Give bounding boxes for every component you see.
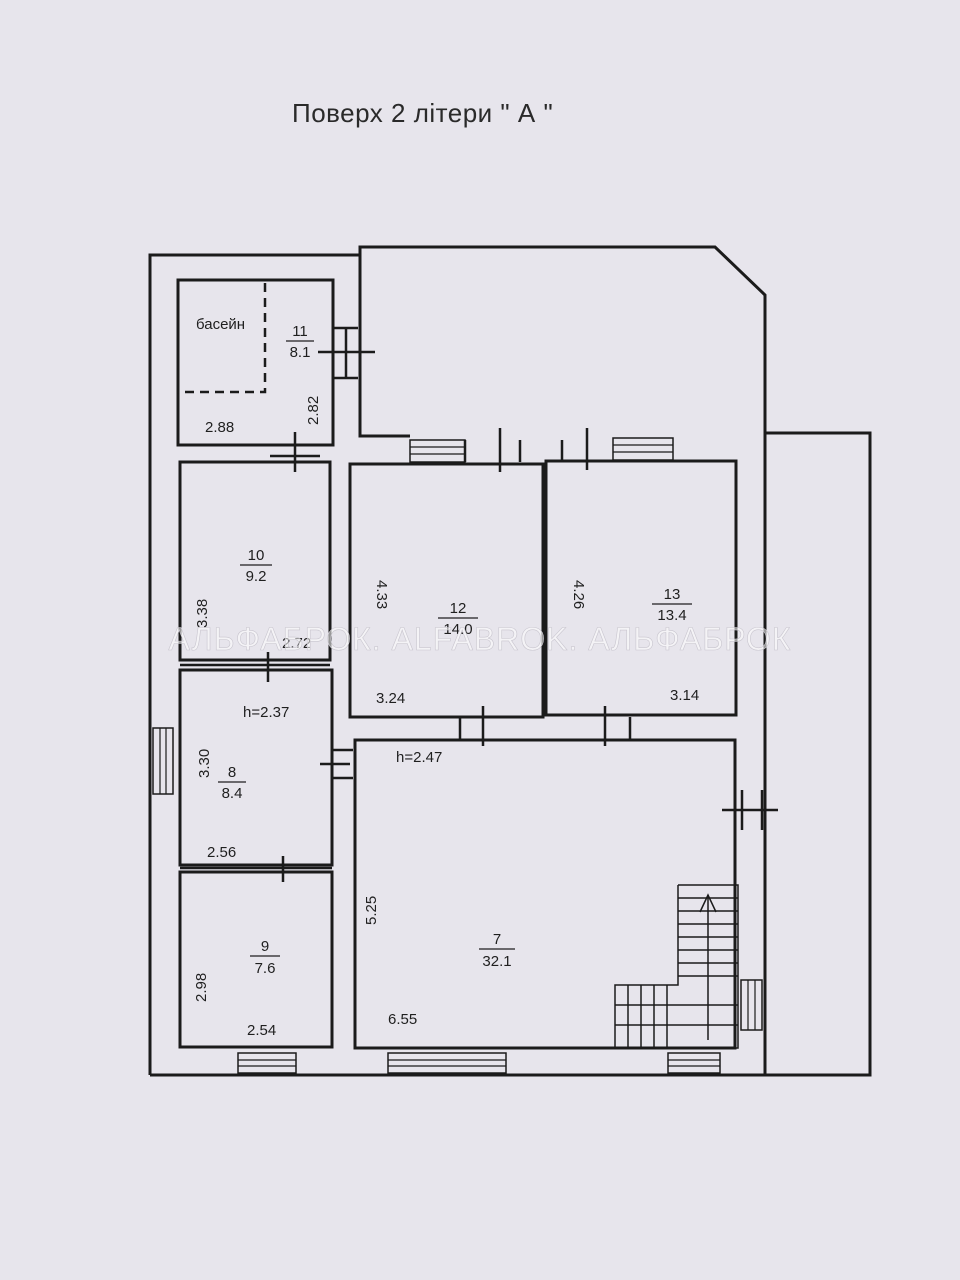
dim-r8-ceiling: h=2.37 xyxy=(243,704,289,721)
dim-r8-height: 3.30 xyxy=(196,749,213,778)
pool-outline xyxy=(176,278,267,394)
door-room-12-7 xyxy=(458,706,485,746)
room-12-label: 12 14.0 xyxy=(438,600,478,638)
dim-r10-height: 3.38 xyxy=(194,599,211,628)
outer-walls xyxy=(148,245,872,1077)
svg-text:11: 11 xyxy=(292,323,308,340)
room-8-label: 8 8.4 xyxy=(218,764,246,802)
room-13-outline xyxy=(544,459,738,717)
svg-text:8.1: 8.1 xyxy=(290,344,311,361)
watermark: АЛЬФАБРОК. ALFABROK. АЛЬФАБРОК xyxy=(169,621,792,657)
window-top-2 xyxy=(612,437,674,461)
svg-text:9.2: 9.2 xyxy=(246,568,267,585)
svg-text:10: 10 xyxy=(248,547,265,564)
dimension-labels: 2.88 2.82 3.38 2.72 4.33 3.24 4.26 3.14 … xyxy=(193,396,699,1039)
window-left xyxy=(152,727,174,795)
pool-label: басейн xyxy=(196,316,245,333)
dim-r7-height: 5.25 xyxy=(363,896,380,925)
dim-r9-height: 2.98 xyxy=(193,973,210,1002)
room-9-label: 9 7.6 xyxy=(250,938,280,977)
dim-r10-width: 2.72 xyxy=(282,635,311,652)
dim-r11-width: 2.88 xyxy=(205,419,234,436)
staircase xyxy=(614,884,739,1049)
room-11-label: басейн 11 8.1 xyxy=(196,316,314,361)
window-top-1 xyxy=(409,439,466,463)
door-room-10-8 xyxy=(180,652,330,682)
door-room-8 xyxy=(320,748,353,780)
plan-title: Поверх 2 літери " А " xyxy=(292,98,553,128)
svg-text:13: 13 xyxy=(664,586,681,603)
door-room-8-9 xyxy=(180,856,332,882)
door-room-10 xyxy=(270,432,320,472)
svg-text:13.4: 13.4 xyxy=(657,607,686,624)
svg-text:7: 7 xyxy=(493,931,501,948)
door-room-11 xyxy=(318,326,375,380)
room-9-outline xyxy=(178,870,334,1049)
svg-text:12: 12 xyxy=(450,600,467,617)
doors xyxy=(180,326,778,882)
svg-text:7.6: 7.6 xyxy=(255,960,276,977)
dim-r12-width: 3.24 xyxy=(376,690,405,707)
window-bottom-2 xyxy=(387,1052,507,1074)
svg-text:32.1: 32.1 xyxy=(482,953,511,970)
svg-text:8: 8 xyxy=(228,764,236,781)
windows xyxy=(152,437,763,1074)
room-7-outline xyxy=(353,738,737,1050)
room-10-outline xyxy=(178,460,332,662)
room-13-label: 13 13.4 xyxy=(652,586,692,624)
dim-r13-height: 4.26 xyxy=(570,580,587,609)
room-walls xyxy=(176,278,738,1050)
window-bottom-1 xyxy=(237,1052,297,1074)
svg-text:14.0: 14.0 xyxy=(443,621,472,638)
room-12-outline xyxy=(348,462,545,719)
room-7-label: 7 32.1 xyxy=(479,931,515,970)
dim-r8-width: 2.56 xyxy=(207,844,236,861)
svg-text:8.4: 8.4 xyxy=(222,785,243,802)
dim-r12-height: 4.33 xyxy=(373,580,390,609)
door-room-12 xyxy=(463,428,522,472)
window-bottom-3 xyxy=(667,1052,721,1074)
door-room-13-7 xyxy=(603,706,632,746)
window-right xyxy=(740,979,763,1031)
dim-r9-width: 2.54 xyxy=(247,1022,276,1039)
dim-r11-height: 2.82 xyxy=(305,396,322,425)
door-room-13 xyxy=(560,428,589,470)
door-room-7-right xyxy=(722,790,778,830)
dim-r7-ceiling: h=2.47 xyxy=(396,749,442,766)
room-8-outline xyxy=(178,668,334,867)
room-10-label: 10 9.2 xyxy=(240,547,272,585)
dim-r13-width: 3.14 xyxy=(670,687,699,704)
svg-text:9: 9 xyxy=(261,938,269,955)
dim-r7-width: 6.55 xyxy=(388,1011,417,1028)
